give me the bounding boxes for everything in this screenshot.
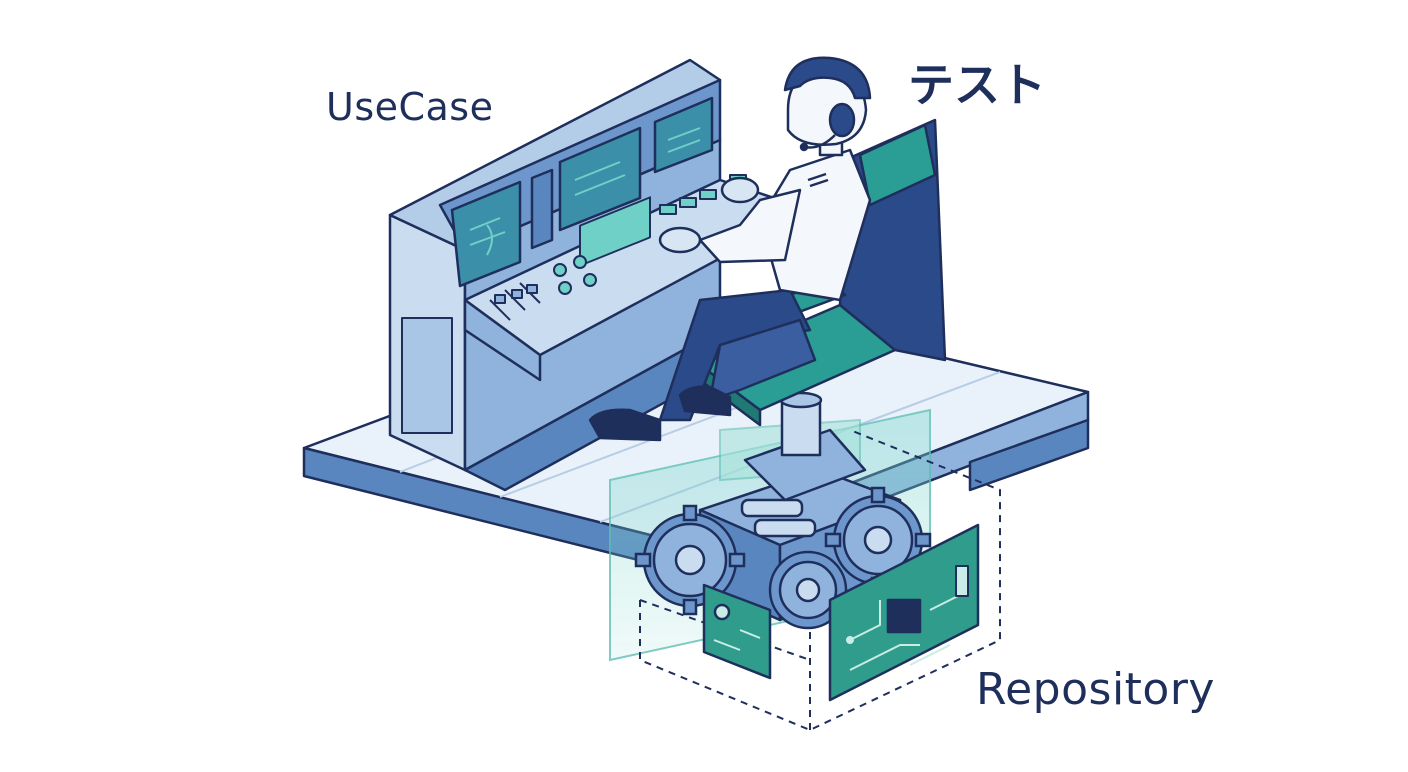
floor-step	[968, 418, 1090, 492]
gear-icon	[768, 550, 848, 630]
chip-icon	[886, 598, 922, 634]
operator-figure	[588, 56, 872, 442]
usecase-label: UseCase	[326, 85, 494, 129]
test-label: テスト	[908, 58, 1046, 112]
control-console	[388, 58, 812, 492]
circuit-board-icon	[702, 583, 772, 680]
circuit-board-icon	[828, 523, 980, 702]
gear-icon	[824, 486, 932, 594]
repository-dashed-box	[639, 429, 1001, 732]
repository-label: Repository	[976, 664, 1215, 715]
gear-icon	[634, 504, 746, 616]
